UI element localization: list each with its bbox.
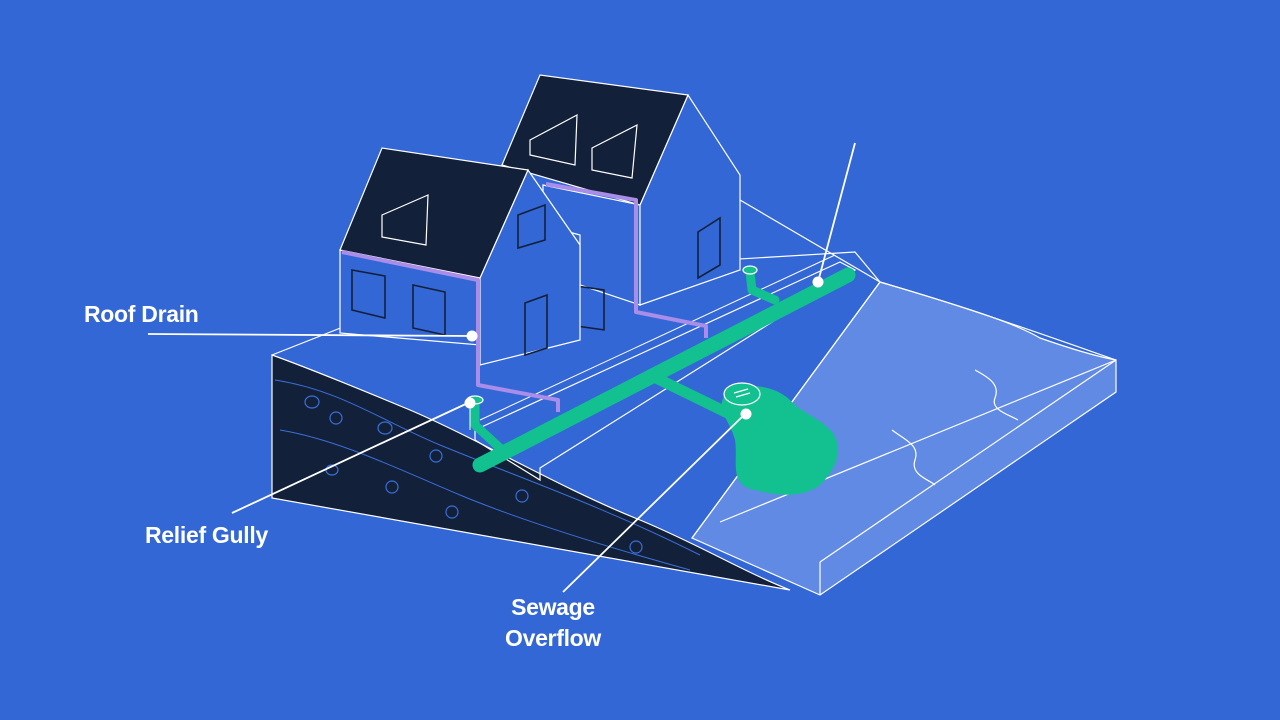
- house-back: [501, 74, 741, 331]
- label-sewage-overflow-line2: Overflow: [504, 625, 601, 651]
- label-roof-drain: Roof Drain: [84, 301, 199, 327]
- river: [691, 281, 1117, 596]
- label-relief-gully: Relief Gully: [145, 522, 268, 548]
- label-sewage-overflow: Sewage Overflow: [486, 592, 620, 654]
- roof-drain-pipes: [341, 182, 708, 412]
- house-front: [339, 147, 581, 366]
- label-sewage-overflow-line1: Sewage: [511, 594, 595, 620]
- soil-section: [271, 354, 791, 591]
- callout-lines: [147, 142, 856, 593]
- callout-dots: [464, 276, 824, 420]
- road-trench: [469, 254, 857, 482]
